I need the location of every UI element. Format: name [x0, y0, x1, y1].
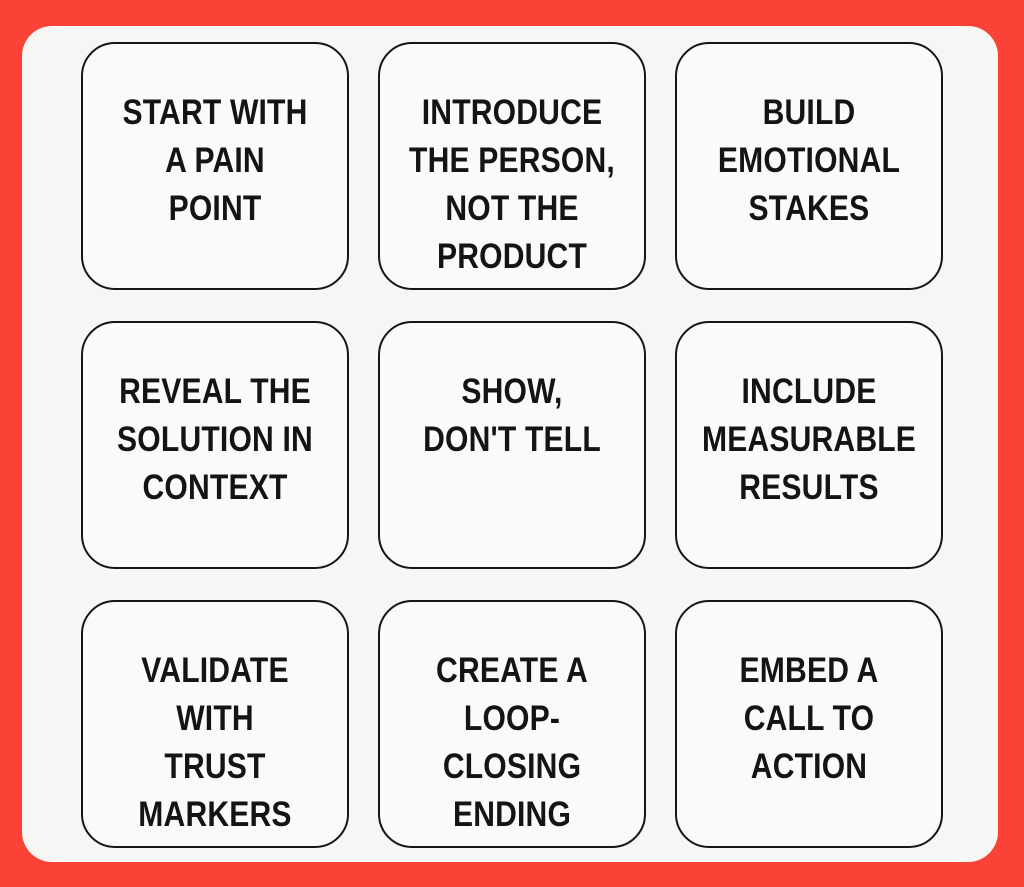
card-text: INCLUDE MEASURABLE RESULTS — [701, 372, 917, 507]
card-text: EMBED A CALL TO ACTION — [739, 651, 879, 786]
card-introduce-the-person-not-the-product: INTRODUCE THE PERSON, NOT THE PRODUCT — [378, 42, 646, 290]
card-reveal-the-solution-in-context: REVEAL THE SOLUTION IN CONTEXT — [81, 321, 349, 569]
card-embed-a-call-to-action: EMBED A CALL TO ACTION — [675, 600, 943, 848]
card-create-a-loop-closing-ending: CREATE A LOOP-CLOSING ENDING — [378, 600, 646, 848]
card-text: BUILD EMOTIONAL STAKES — [717, 93, 901, 228]
card-text: VALIDATE WITH TRUST MARKERS — [138, 651, 292, 834]
card-validate-with-trust-markers: VALIDATE WITH TRUST MARKERS — [81, 600, 349, 848]
infographic-panel: START WITH A PAIN POINT INTRODUCE THE PE… — [22, 26, 998, 862]
card-text: REVEAL THE SOLUTION IN CONTEXT — [117, 372, 313, 507]
card-show-dont-tell: SHOW, DON'T TELL — [378, 321, 646, 569]
card-text: SHOW, DON'T TELL — [423, 372, 601, 459]
card-text: START WITH A PAIN POINT — [122, 93, 308, 228]
card-build-emotional-stakes: BUILD EMOTIONAL STAKES — [675, 42, 943, 290]
tips-grid: START WITH A PAIN POINT INTRODUCE THE PE… — [81, 42, 943, 848]
card-text: INTRODUCE THE PERSON, NOT THE PRODUCT — [409, 93, 615, 276]
card-include-measurable-results: INCLUDE MEASURABLE RESULTS — [675, 321, 943, 569]
card-text: CREATE A LOOP-CLOSING ENDING — [436, 651, 588, 834]
card-start-with-a-pain-point: START WITH A PAIN POINT — [81, 42, 349, 290]
